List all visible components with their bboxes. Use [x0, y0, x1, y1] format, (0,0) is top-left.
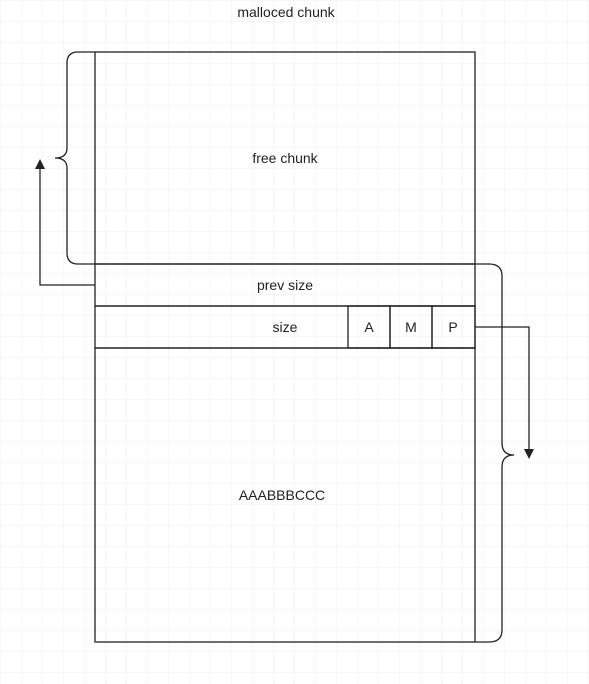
prev-size-label: prev size: [257, 277, 313, 293]
free-chunk-label: free chunk: [252, 150, 318, 166]
size-label: size: [273, 319, 298, 335]
flag-a-label: A: [364, 319, 374, 335]
left-brace: [54, 51, 95, 265]
diagram-title: malloced chunk: [237, 4, 335, 20]
flag-p-label: P: [448, 319, 457, 335]
flag-m-label: M: [405, 319, 417, 335]
user-data-area: [94, 347, 476, 643]
p-bit-arrow: [475, 326, 534, 459]
user-data-label: AAABBBCCC: [239, 487, 325, 503]
prev-chunk-arrow: [35, 159, 95, 286]
right-brace: [475, 263, 515, 643]
